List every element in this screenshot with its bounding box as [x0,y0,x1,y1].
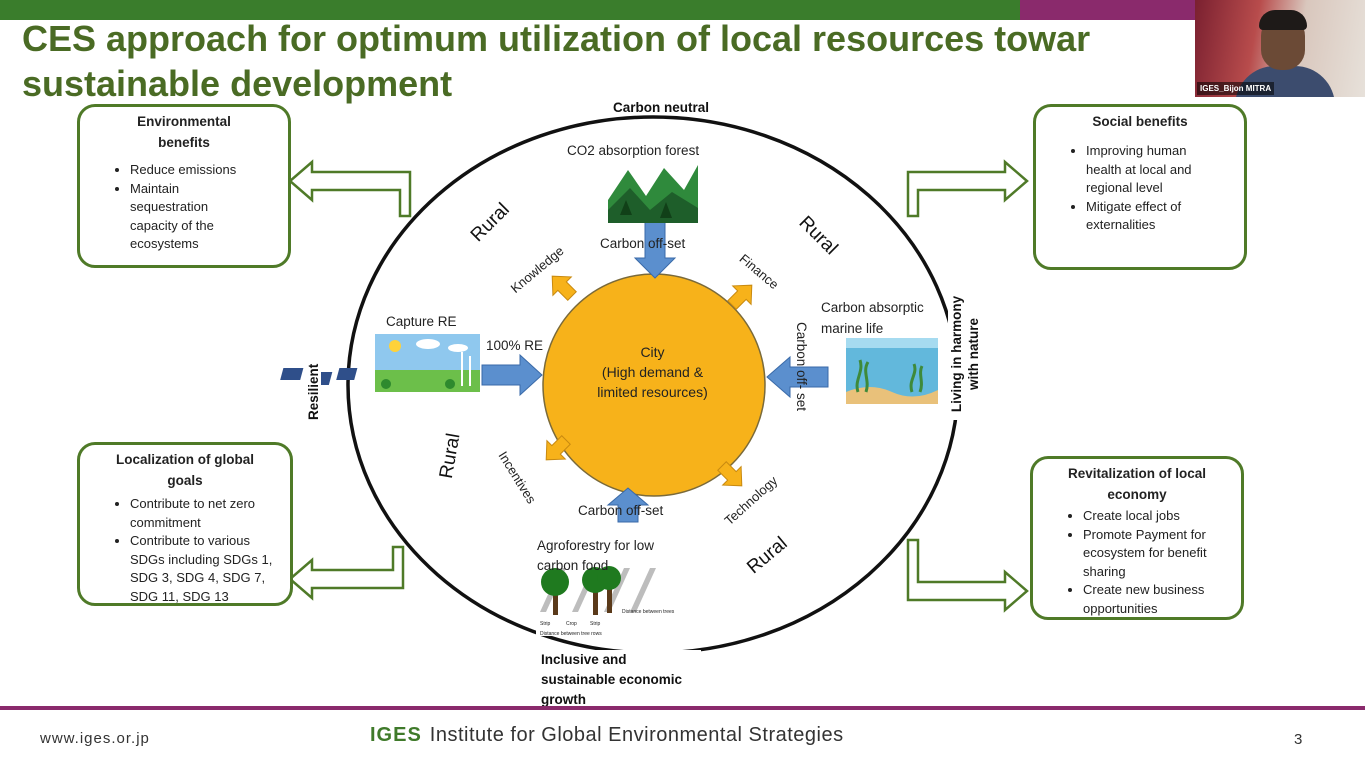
revitalization-item: Create local jobs [1083,507,1241,526]
marine-label: Carbon absorptic marine life [821,300,924,336]
connector-arrow-social [906,159,1029,218]
spoke-arrow-knowledge [551,275,577,301]
connector-arrow-localization [288,545,405,601]
forest-label: CO2 absorption forest [567,143,700,158]
localization-goals-box: Localization of global goals Contribute … [77,442,293,606]
top-bar-green [0,0,1020,20]
agroforestry-image: Strip Crop Strip Distance between trees … [536,556,675,637]
ring-label-right: Living in harmony with nature [948,288,982,420]
agro-label-strip1: Strip [540,621,551,627]
forest-image [608,163,698,223]
arrow-agro-offset [606,487,650,523]
ring-label-bottom: Inclusive and sustainable economic growt… [541,650,701,710]
arrow-marine-offset [766,355,829,399]
iges-logo: IGES [370,724,422,746]
offset-bottom-label: Carbon off-set [578,503,664,518]
revitalization-economy-box: Revitalization of local economy Create l… [1030,456,1244,620]
connector-arrow-revitalization [906,538,1029,613]
slide-title: CES approach for optimum utilization of … [22,18,1091,104]
video-thumbnail[interactable]: IGES_Bijon MITRA [1195,0,1365,97]
speaker-hair [1259,10,1307,30]
renewable-energy-image [280,334,480,392]
footer-organization: IGES Institute for Global Environmental S… [370,724,844,747]
arrow-re-inflow [481,353,543,397]
agro-label-distance-rows: Distance between tree rows [540,631,602,637]
environmental-benefit-item: Maintain sequestration capacity of the e… [130,180,288,254]
spoke-arrow-finance [727,284,753,310]
revitalization-economy-title: Revitalization of local economy [1067,466,1207,502]
spoke-arrow-technology [717,461,743,487]
environmental-benefits-box: Environmental benefits Reduce emissions … [77,104,291,268]
participant-name: IGES_Bijon MITRA [1197,82,1275,95]
agro-label-strip2: Strip [590,621,601,627]
offset-right-label: Carbon off- set [794,322,809,412]
footer-rule [0,706,1365,710]
spoke-arrow-incentives [545,435,571,461]
localization-goals-title: Localization of global goals [116,452,254,488]
localization-goal-item: Contribute to net zero commitment [130,495,290,532]
marine-life-image [846,338,938,410]
footer-url[interactable]: www.iges.or.jp [40,730,150,747]
city-subtitle-1: (High demand & [601,364,704,380]
revitalization-item: Promote Payment for ecosystem for benefi… [1083,526,1241,582]
environmental-benefit-item: Reduce emissions [130,161,288,180]
city-label: City (High demand & limited resources) [570,342,735,402]
capture-re-label: Capture RE [386,314,457,329]
re100-label: 100% RE [486,338,544,353]
city-title: City [640,344,665,360]
revitalization-item: Create new business opportunities [1083,581,1241,618]
agroforestry-label: Agroforestry for low carbon food [537,538,655,573]
ring-label-top: Carbon neutral [603,100,720,115]
ring-label-right-text: Living in harmony with nature [949,295,981,413]
connector-arrow-env [288,159,412,218]
social-benefits-title: Social benefits [1092,114,1188,129]
city-subtitle-2: limited resources) [597,384,708,400]
page-number: 3 [1294,731,1303,748]
environmental-benefits-title: Environmental benefits [137,114,231,150]
footer-org-name: Institute for Global Environmental Strat… [429,724,844,746]
social-benefit-item: Improving human health at local and regi… [1086,142,1244,198]
offset-top-label: Carbon off-set [600,236,686,251]
social-benefits-box: Social benefits Improving human health a… [1033,104,1247,270]
ring-label-left: Resilient [306,357,321,426]
social-benefit-item: Mitigate effect of externalities [1086,198,1244,235]
localization-goal-item: Contribute to various SDGs including SDG… [130,532,290,606]
agro-label-distance-trees: Distance between trees [622,609,675,615]
agro-label-crop: Crop [566,621,577,627]
